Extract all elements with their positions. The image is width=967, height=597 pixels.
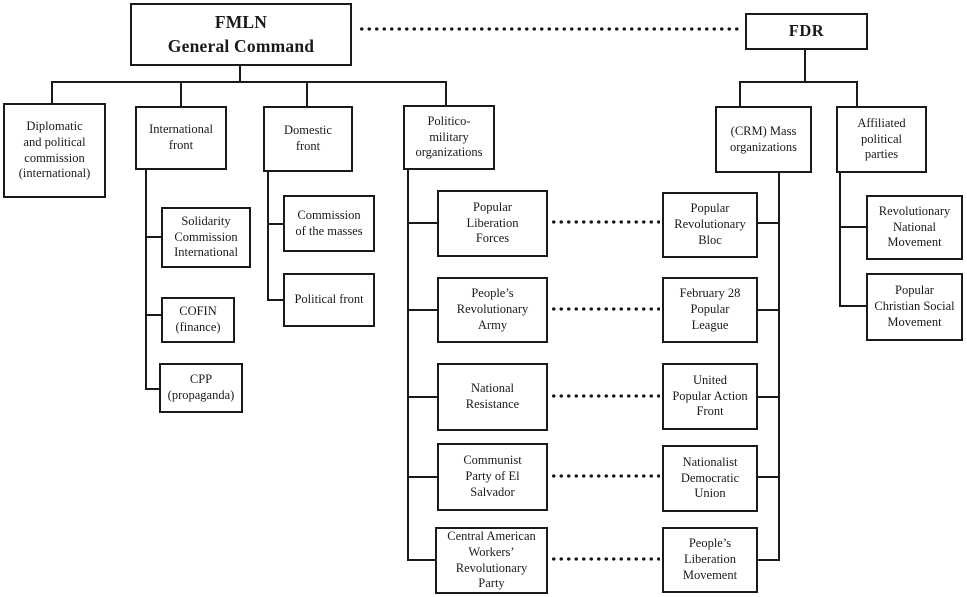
connector-stub-plf xyxy=(407,222,438,224)
connector-stub-pcsm xyxy=(839,305,867,307)
connector-stub-prb xyxy=(757,222,779,224)
node-label: United Popular Action Front xyxy=(672,372,748,419)
node-label: Popular Christian Social Movement xyxy=(874,283,955,329)
connector-stub-diplomatic xyxy=(51,81,53,104)
node-label: People’s Liberation Movement xyxy=(682,536,738,582)
connector-stub-international-front xyxy=(180,81,182,107)
connector-stub-cawrp xyxy=(407,559,438,561)
connector-stub-pra xyxy=(407,309,438,311)
node-cpp: CPP (propaganda) xyxy=(159,363,243,413)
connector-domestic-front-rail xyxy=(267,171,269,301)
node-february-28-popular-league: February 28 Popular League xyxy=(662,277,758,343)
node-crm-mass-organizations: (CRM) Mass organizations xyxy=(715,106,812,173)
dotted-link-cpes-ndu xyxy=(550,474,660,478)
connector-politico-military-rail xyxy=(407,169,409,561)
dotted-link-fmln-fdr xyxy=(358,27,742,31)
connector-fdr-drop xyxy=(804,49,806,82)
node-diplomatic-commission: Diplomatic and political commission (int… xyxy=(3,103,106,198)
node-popular-revolutionary-bloc: Popular Revolutionary Bloc xyxy=(662,192,758,258)
node-label: International front xyxy=(149,122,213,152)
connector-crm-rail xyxy=(778,172,780,561)
dotted-link-pra-f28 xyxy=(550,307,660,311)
connector-fmln-children-rail xyxy=(51,81,447,83)
connector-stub-ndu xyxy=(757,476,779,478)
connector-stub-cpes xyxy=(407,476,438,478)
node-label: Solidarity Commission International xyxy=(174,213,238,260)
dotted-link-nr-upaf xyxy=(550,394,660,398)
node-label: February 28 Popular League xyxy=(679,286,741,332)
connector-stub-affiliated-parties xyxy=(856,81,858,107)
node-label: CPP (propaganda) xyxy=(167,372,235,402)
connector-stub-domestic-front xyxy=(306,81,308,107)
node-solidarity-commission: Solidarity Commission International xyxy=(161,207,251,268)
node-politico-military-organizations: Politico- military organizations xyxy=(403,105,495,170)
node-nationalist-democratic-union: Nationalist Democratic Union xyxy=(662,445,758,512)
connector-stub-plm xyxy=(757,559,779,561)
connector-stub-politico-military xyxy=(445,81,447,106)
node-label: Nationalist Democratic Union xyxy=(680,454,740,501)
node-united-popular-action-front: United Popular Action Front xyxy=(662,363,758,430)
node-label: FMLN General Command xyxy=(167,11,315,56)
node-peoples-revolutionary-army: People’s Revolutionary Army xyxy=(437,277,548,343)
node-peoples-liberation-movement: People’s Liberation Movement xyxy=(662,527,758,593)
node-label: Communist Party of El Salvador xyxy=(463,453,522,499)
node-popular-liberation-forces: Popular Liberation Forces xyxy=(437,190,548,257)
node-commission-of-the-masses: Commission of the masses xyxy=(283,195,375,252)
connector-fmln-drop xyxy=(239,65,241,82)
connector-stub-rnm xyxy=(839,226,867,228)
connector-stub-upaf xyxy=(757,396,779,398)
node-communist-party-el-salvador: Communist Party of El Salvador xyxy=(437,443,548,511)
node-label: National Resistance xyxy=(465,381,520,411)
node-label: Commission of the masses xyxy=(295,207,363,238)
node-label: Politico- military organizations xyxy=(415,113,483,160)
node-fdr: FDR xyxy=(745,13,868,50)
connector-stub-crm-mass xyxy=(739,81,741,107)
dotted-link-cawrp-plm xyxy=(550,557,660,561)
node-affiliated-political-parties: Affiliated political parties xyxy=(836,106,927,173)
node-label: People’s Revolutionary Army xyxy=(456,286,529,332)
connector-stub-solidarity xyxy=(145,236,162,238)
node-label: Popular Revolutionary Bloc xyxy=(674,201,746,247)
connector-stub-cofin xyxy=(145,314,162,316)
node-label: (CRM) Mass organizations xyxy=(729,123,798,154)
node-revolutionary-national-movement: Revolutionary National Movement xyxy=(866,195,963,260)
node-political-front: Political front xyxy=(283,273,375,327)
connector-affiliated-rail xyxy=(839,172,841,307)
connector-stub-cpp xyxy=(145,388,162,390)
node-label: Diplomatic and political commission (int… xyxy=(18,118,91,181)
node-central-american-workers-party: Central American Workers’ Revolutionary … xyxy=(435,527,548,594)
node-label: Political front xyxy=(294,292,364,307)
connector-fdr-children-rail xyxy=(739,81,858,83)
node-label: Popular Liberation Forces xyxy=(466,199,519,246)
node-label: COFIN (finance) xyxy=(175,304,221,334)
node-international-front: International front xyxy=(135,106,227,170)
node-fmln-general-command: FMLN General Command xyxy=(130,3,352,66)
node-popular-christian-social-movement: Popular Christian Social Movement xyxy=(866,273,963,341)
connector-stub-f28 xyxy=(757,309,779,311)
node-national-resistance: National Resistance xyxy=(437,363,548,431)
connector-stub-political-front xyxy=(267,299,284,301)
node-label: FDR xyxy=(788,21,825,41)
node-label: Domestic front xyxy=(284,123,332,153)
node-cofin: COFIN (finance) xyxy=(161,297,235,343)
connector-international-front-rail xyxy=(145,169,147,390)
dotted-link-plf-prb xyxy=(550,220,660,224)
node-label: Revolutionary National Movement xyxy=(878,203,951,250)
node-domestic-front: Domestic front xyxy=(263,106,353,172)
connector-stub-commission-masses xyxy=(267,223,284,225)
node-label: Central American Workers’ Revolutionary … xyxy=(447,528,536,591)
connector-stub-nr xyxy=(407,396,438,398)
node-label: Affiliated political parties xyxy=(857,115,906,162)
